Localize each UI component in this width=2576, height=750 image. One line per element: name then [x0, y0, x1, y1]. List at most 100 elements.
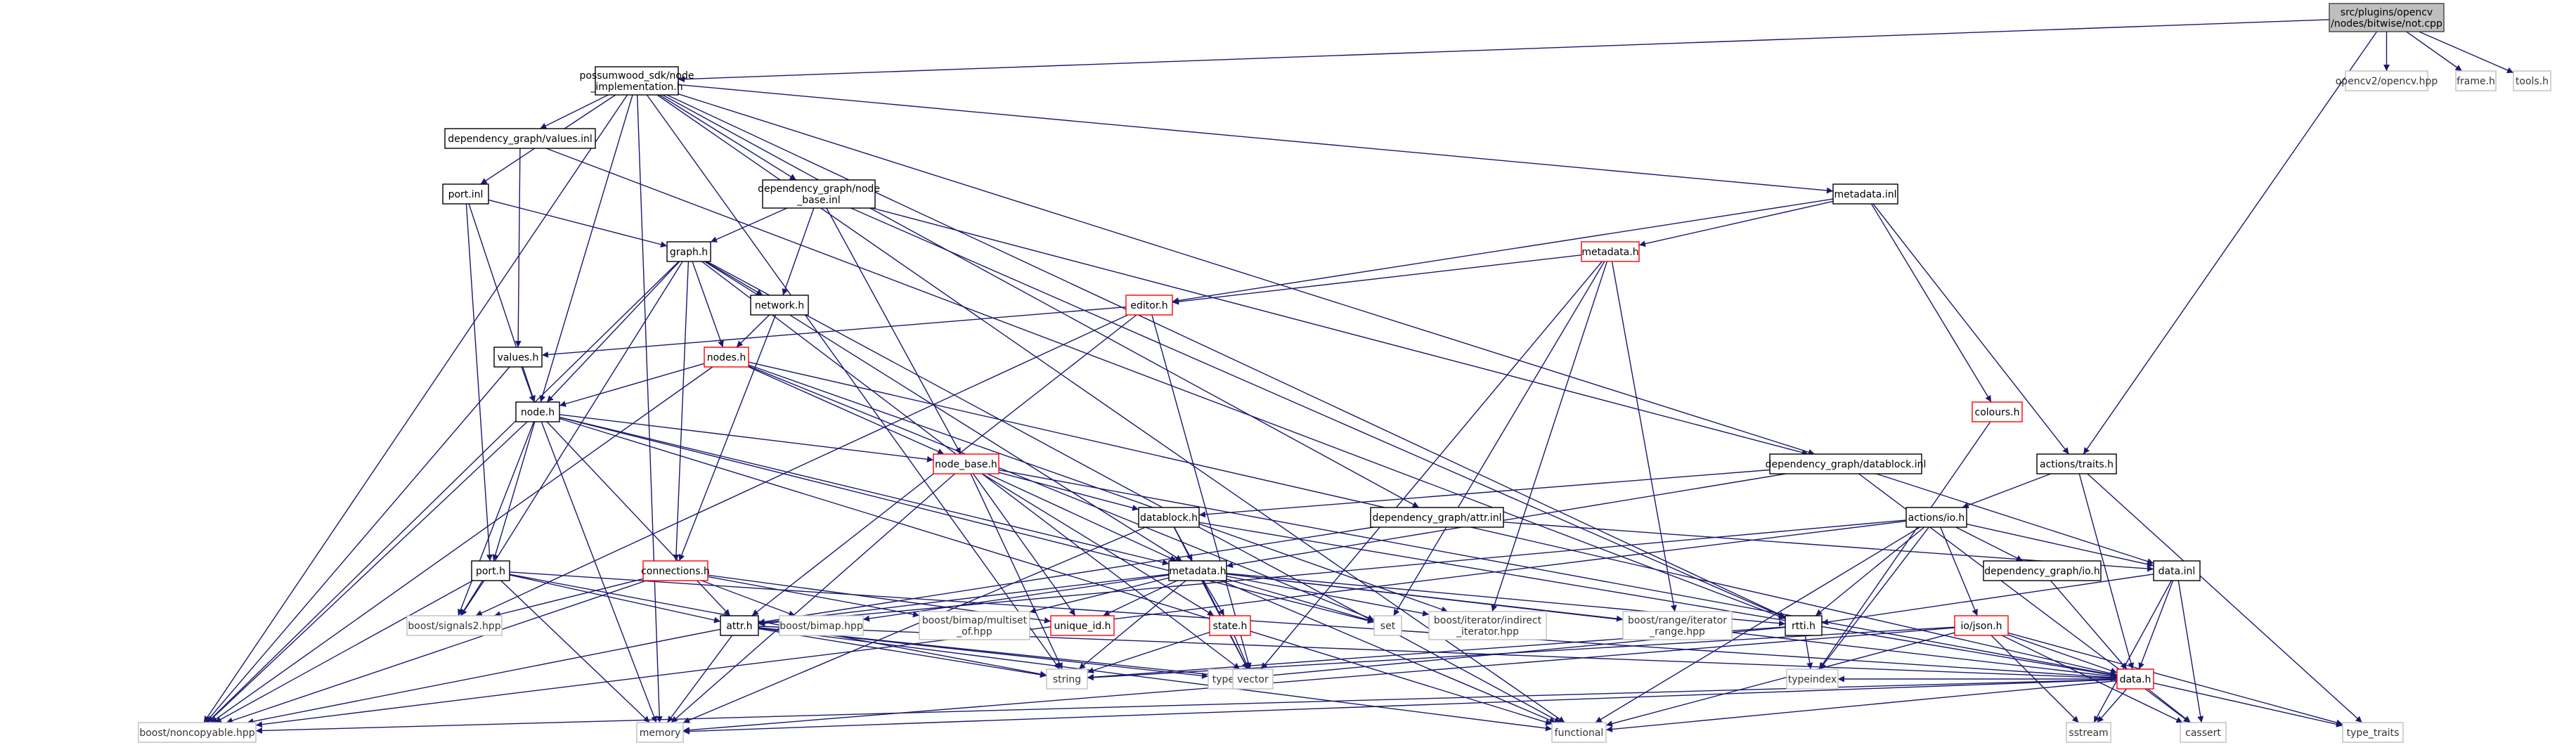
- edge-attr_h-to-memory: [666, 635, 733, 723]
- edge-node_base_h-to-state_h: [982, 473, 1215, 616]
- file-node-datablock-inl[interactable]: dependency_graph/datablock.inl: [1766, 453, 1927, 474]
- edge-node_h-to-node_base_h: [559, 414, 934, 463]
- node-label: metadata.inl: [1834, 189, 1897, 200]
- edge-metadata_h-to-string: [1078, 580, 1186, 670]
- edge-port_h-to-attr_h: [509, 574, 721, 623]
- edge-node_base_inl-to-node_base_h: [826, 207, 962, 455]
- file-node-values-h[interactable]: values.h: [493, 347, 543, 368]
- file-node-data-inl[interactable]: data.inl: [2153, 560, 2201, 581]
- edge-rtti_h-to-typeindex: [1804, 635, 1813, 670]
- node-label: dependency_graph/values.inl: [448, 134, 593, 145]
- file-node-vector: vector: [1232, 668, 1274, 690]
- file-node-colours-h[interactable]: colours.h: [1972, 401, 2023, 422]
- edge-metadata_h-to-bimap: [862, 574, 1170, 622]
- node-box: [1954, 615, 2009, 636]
- file-node-attr-inl[interactable]: dependency_graph/attr.inl: [1370, 507, 1504, 528]
- dependency-edges: [203, 19, 2514, 735]
- node-label: typeindex: [1788, 674, 1837, 685]
- node-box: [1832, 183, 1898, 205]
- edge-data_h-to-functional: [1605, 680, 2118, 732]
- edge-node_base_inl-to-graph_h: [710, 207, 788, 243]
- node-label: boost/signals2.hpp: [408, 621, 500, 632]
- file-node-node-base-h[interactable]: node_base.h: [933, 453, 999, 474]
- edge-port_h-to-memory: [500, 580, 650, 723]
- node-label: values.h: [498, 352, 539, 363]
- file-node-node-h[interactable]: node.h: [515, 401, 560, 422]
- node-box: [138, 722, 257, 743]
- edge-datablock_inl-to-metadata_h: [1226, 473, 1787, 569]
- node-box: [1972, 401, 2023, 422]
- file-node-datablock-h[interactable]: datablock.h: [1138, 507, 1200, 528]
- node-label: _iterator.hpp: [1456, 626, 1519, 638]
- node-box: [1581, 241, 1640, 262]
- file-node-port-inl[interactable]: port.inl: [442, 183, 489, 205]
- file-node-indirect-iter: boost/iterator/indirect_iterator.hpp: [1428, 611, 1547, 640]
- file-node-data-h[interactable]: data.h: [2116, 668, 2154, 690]
- node-label: functional: [1555, 728, 1604, 739]
- file-node-port-h[interactable]: port.h: [471, 560, 510, 581]
- edge-bitwise_not-to-node_impl: [678, 19, 2330, 83]
- file-node-bitwise-not[interactable]: src/plugins/opencv/nodes/bitwise/not.cpp: [2329, 3, 2445, 32]
- edge-data_inl-to-data_h: [2138, 580, 2174, 670]
- edge-metadata_h-to-bimap_multiset: [1029, 577, 1170, 614]
- node-box: [493, 347, 543, 368]
- file-node-io-json[interactable]: io/json.h: [1954, 615, 2009, 636]
- node-box: [1209, 615, 1251, 636]
- edge-nodes_h-to-node_base_h: [748, 366, 945, 455]
- node-box: [1769, 453, 1922, 474]
- file-node-rtti-h[interactable]: rtti.h: [1785, 615, 1823, 636]
- node-label: memory: [640, 728, 681, 739]
- file-node-metadata-h[interactable]: metadata.h: [1168, 560, 1227, 581]
- node-box: [1370, 507, 1504, 528]
- edge-io_json-to-functional: [1605, 632, 1955, 727]
- file-node-unique-id[interactable]: unique_id.h: [1050, 615, 1115, 636]
- node-box: [1622, 611, 1733, 640]
- file-node-state-h[interactable]: state.h: [1209, 615, 1251, 636]
- file-node-actions-traits[interactable]: actions/traits.h: [2036, 453, 2117, 474]
- file-node-nodes-h[interactable]: nodes.h: [704, 347, 749, 368]
- file-node-attr-h[interactable]: attr.h: [720, 615, 759, 636]
- node-label: dependency_graph/node: [758, 183, 880, 195]
- file-node-actions-io[interactable]: actions/io.h: [1905, 507, 1967, 528]
- file-node-string: string: [1046, 668, 1088, 690]
- file-node-metadata-inl[interactable]: metadata.inl: [1832, 183, 1898, 205]
- node-label: dependency_graph/datablock.inl: [1766, 459, 1927, 470]
- edge-actions_io-to-data_inl: [1966, 523, 2154, 568]
- file-node-connections-h[interactable]: connections.h: [641, 560, 710, 581]
- node-box: [762, 179, 876, 209]
- edge-datablock_inl-to-data_inl: [1876, 473, 2154, 564]
- file-node-node-impl[interactable]: possumwood_sdk/node_implementation.h: [580, 66, 694, 96]
- edge-editor_h-to-vector: [1151, 314, 1252, 670]
- file-node-editor-h[interactable]: editor.h: [1125, 295, 1173, 316]
- node-box: [2066, 722, 2111, 743]
- file-node-network-h[interactable]: network.h: [750, 295, 809, 316]
- file-node-range-iter: boost/range/iterator_range.hpp: [1622, 611, 1733, 640]
- edge-graph_h-to-nodes_h: [692, 261, 724, 348]
- file-node-dg-io-h[interactable]: dependency_graph/io.h: [1983, 560, 2102, 581]
- node-box: [1428, 611, 1547, 640]
- edge-node_impl-to-datablock_inl: [678, 93, 1816, 455]
- node-label: _implementation.h: [590, 82, 682, 93]
- file-node-values-inl[interactable]: dependency_graph/values.inl: [444, 128, 596, 149]
- edge-data_h-to-memory: [682, 679, 2118, 735]
- edge-node_base_inl-to-network_h: [782, 207, 815, 296]
- node-box: [750, 295, 809, 316]
- edge-node_h-to-memory: [541, 421, 657, 723]
- edge-graph_h-to-functional: [706, 261, 1561, 723]
- node-label: dependency_graph/attr.inl: [1372, 512, 1501, 524]
- node-label: metadata.h: [1169, 566, 1226, 577]
- file-node-graph-h[interactable]: graph.h: [666, 241, 711, 262]
- node-label: data.inl: [2158, 566, 2196, 577]
- edge-values_h-to-noncopyable: [205, 366, 510, 723]
- node-box: [515, 401, 560, 422]
- edge-node_impl-to-memory: [637, 94, 663, 723]
- file-node-node-base-inl[interactable]: dependency_graph/node_base.inl: [758, 179, 880, 209]
- edge-metadata_h-to-functional: [1220, 580, 1556, 723]
- edge-actions_traits-to-type_traits: [2087, 473, 2363, 723]
- edge-graph_h-to-node_h: [546, 261, 680, 403]
- edge-node_h-to-signals2: [458, 421, 535, 616]
- node-label: opencv2/opencv.hpp: [2336, 76, 2438, 87]
- file-node-metadata-h-red[interactable]: metadata.h: [1581, 241, 1640, 262]
- file-node-sstream: sstream: [2066, 722, 2111, 743]
